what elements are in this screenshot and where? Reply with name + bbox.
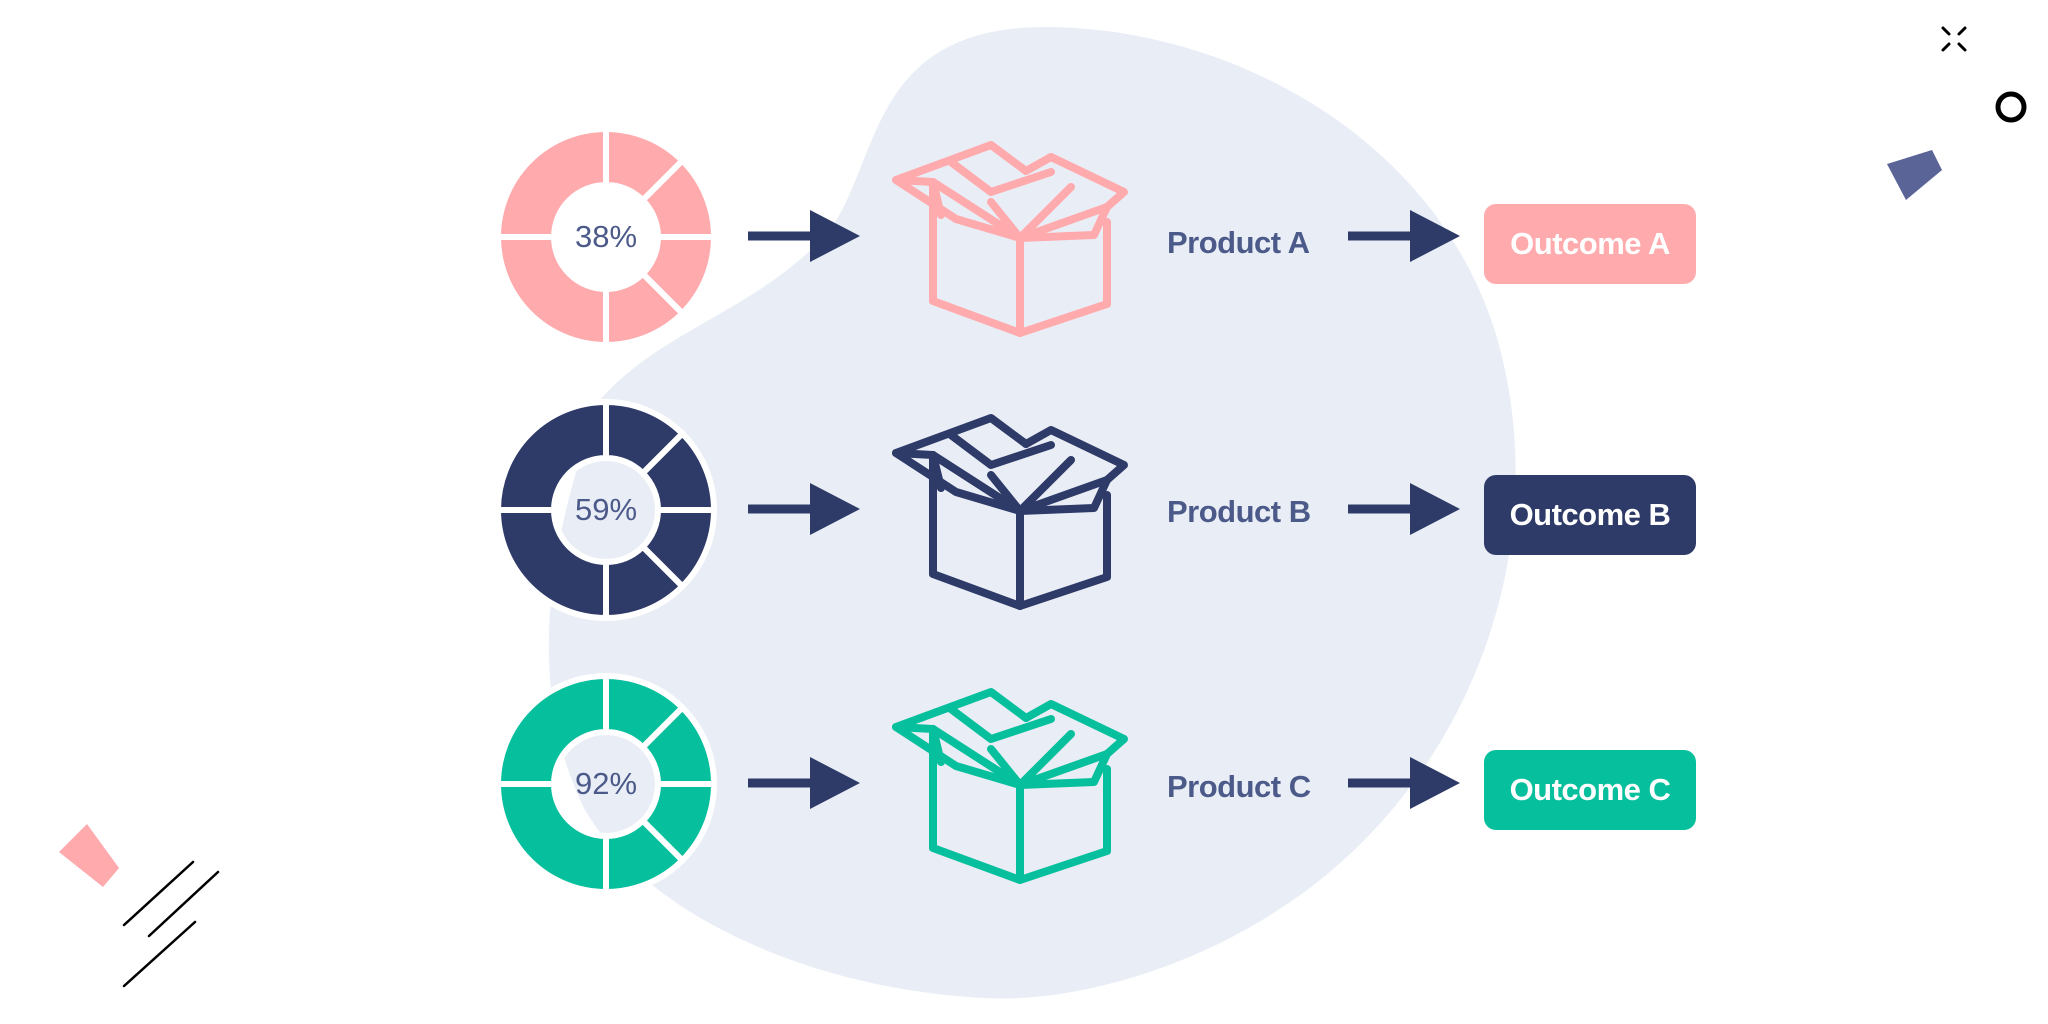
pink-shape-decoration [59, 824, 119, 887]
donut-segment [494, 781, 609, 896]
outcome-box: Outcome C [1484, 750, 1696, 830]
donut-percent-label: 38% [574, 219, 638, 254]
sparkle-icon [1941, 26, 1967, 52]
donut-segment [494, 125, 609, 240]
hatch-lines-decoration [122, 860, 220, 988]
outcome-box: Outcome A [1484, 204, 1696, 284]
right-arrow-icon [748, 210, 860, 262]
donut-segment [494, 398, 609, 513]
donut-segment [494, 507, 609, 622]
donut-percent-label: 92% [574, 766, 638, 801]
open-box-icon [892, 414, 1128, 610]
right-arrow-icon [1348, 210, 1460, 262]
open-box-icon [892, 141, 1128, 337]
right-arrow-icon [1348, 757, 1460, 809]
donut-segment [638, 429, 718, 513]
donut-segment [494, 234, 609, 349]
outcome-label: Outcome C [1509, 772, 1671, 807]
donut-percent-label: 59% [574, 492, 638, 527]
product-label: Product A [1167, 225, 1310, 260]
outcome-label: Outcome B [1509, 497, 1671, 532]
right-arrow-icon [748, 483, 860, 535]
segmented-donut-icon [494, 125, 718, 349]
segmented-donut-icon [494, 672, 718, 896]
product-label: Product B [1167, 494, 1311, 529]
ring-decoration [1995, 91, 2027, 123]
product-label: Product C [1167, 769, 1311, 804]
segmented-donut-icon [494, 398, 718, 622]
right-arrow-icon [748, 757, 860, 809]
blue-shape-decoration [1887, 150, 1942, 200]
donut-segment [638, 703, 718, 787]
outcome-label: Outcome A [1510, 226, 1670, 261]
open-box-icon [892, 688, 1128, 884]
outcome-box: Outcome B [1484, 475, 1696, 555]
donut-segment [494, 672, 609, 787]
donut-segment [638, 156, 718, 240]
right-arrow-icon [1348, 483, 1460, 535]
